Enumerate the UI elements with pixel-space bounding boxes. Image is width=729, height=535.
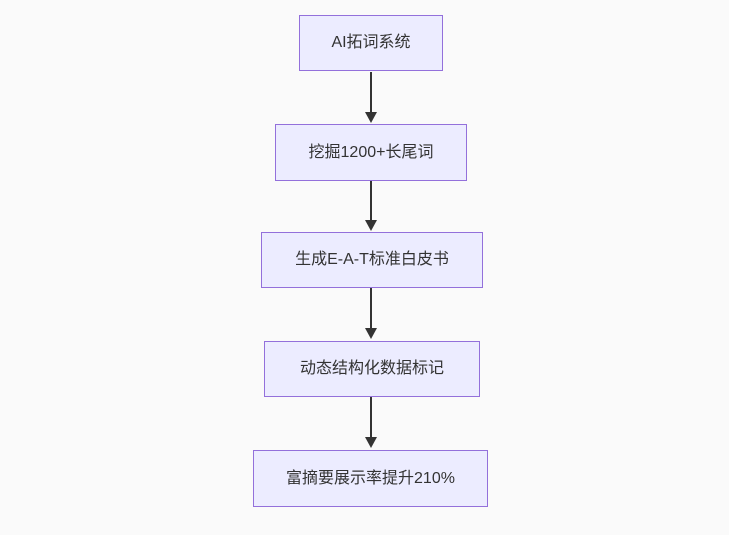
flow-node-ai-keyword-system: AI拓词系统 (299, 15, 443, 71)
flow-node-label: AI拓词系统 (331, 34, 411, 52)
flow-node-structured-data-markup: 动态结构化数据标记 (264, 341, 480, 397)
flow-node-rich-snippet-result: 富摘要展示率提升210% (253, 450, 488, 507)
flow-arrow-4-5 (365, 397, 377, 448)
flow-arrow-3-4 (365, 288, 377, 339)
flow-node-label: 富摘要展示率提升210% (286, 469, 455, 487)
flow-node-longtail-mining: 挖掘1200+长尾词 (275, 124, 467, 181)
flow-node-label: 动态结构化数据标记 (299, 360, 444, 378)
flow-arrow-1-2 (365, 72, 377, 123)
flow-node-eat-whitepaper: 生成E-A-T标准白皮书 (261, 232, 483, 288)
flow-node-label: 挖掘1200+长尾词 (308, 143, 434, 161)
flow-node-label: 生成E-A-T标准白皮书 (295, 251, 449, 269)
flow-arrow-2-3 (365, 181, 377, 231)
